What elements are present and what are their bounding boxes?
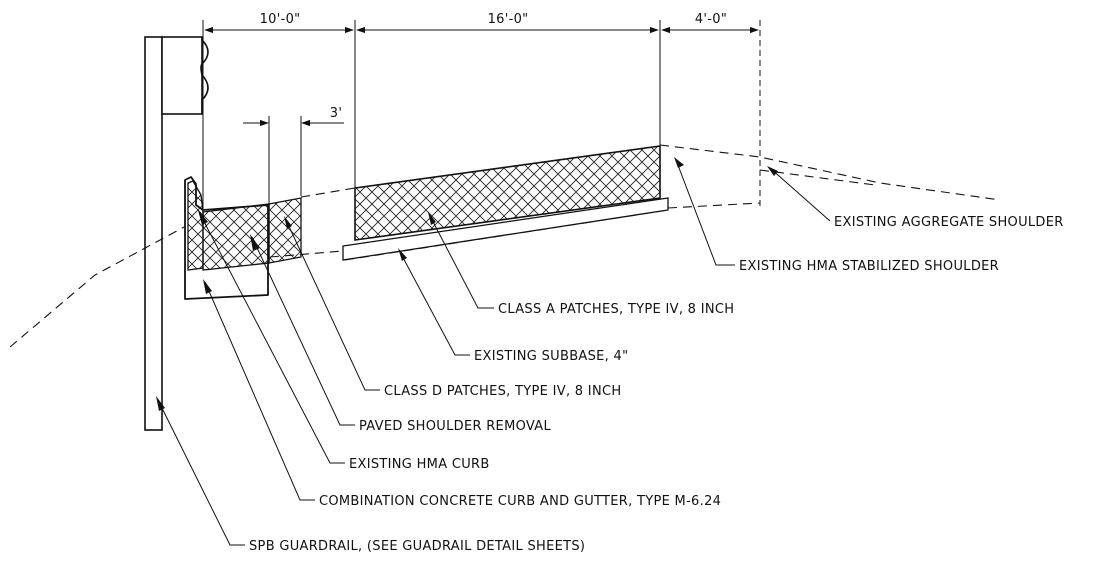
guardrail-post (144, 36, 163, 431)
guardrail-blockout (161, 36, 203, 115)
label-spb-guardrail: SPB GUARDRAIL, (SEE GUADRAIL DETAIL SHEE… (249, 539, 585, 554)
existing-hma-shoulder-bottom (667, 202, 761, 209)
arrowhead-aggregate (767, 166, 778, 176)
existing-surface-left (300, 187, 356, 198)
arrowhead-curb-gutter (203, 279, 212, 294)
leader-curb-gutter (204, 281, 315, 501)
label-curb-and-gutter: COMBINATION CONCRETE CURB AND GUTTER, TY… (319, 494, 721, 509)
existing-hma-curb (187, 180, 204, 271)
existing-stabilized-shoulder-top (759, 169, 876, 186)
leader-hma-curb (199, 213, 345, 464)
arrowhead-hma-curb (198, 210, 208, 225)
leader-lines (157, 159, 831, 546)
leader-paved-shoulder (251, 236, 355, 426)
existing-ground-left (9, 225, 187, 348)
arrowhead-class-a (428, 212, 436, 225)
dim-label-16ft: 16'-0" (488, 12, 529, 27)
leader-arrowheads (156, 157, 778, 411)
arrowhead-subbase (398, 248, 407, 261)
dim-label-4ft: 4'-0" (695, 12, 727, 27)
class-d-patch (268, 197, 302, 264)
arrowhead-paved-shoulder (250, 234, 260, 251)
leader-aggregate-shoulder (769, 167, 831, 222)
label-paved-shoulder-removal: PAVED SHOULDER REMOVAL (359, 419, 551, 434)
label-class-d-patches: CLASS D PATCHES, TYPE IV, 8 INCH (384, 384, 621, 399)
label-existing-hma-curb: EXISTING HMA CURB (349, 457, 490, 472)
arrowhead-class-d (284, 216, 292, 229)
leader-class-a (429, 215, 494, 309)
dim-label-3ft: 3' (330, 106, 342, 121)
arrowhead-hma-stabilized (674, 157, 684, 168)
label-existing-aggregate-shoulder: EXISTING AGGREGATE SHOULDER (834, 215, 1064, 230)
label-existing-hma-stabilized-shoulder: EXISTING HMA STABILIZED SHOULDER (739, 259, 999, 274)
label-class-a-patches: CLASS A PATCHES, TYPE IV, 8 INCH (498, 302, 734, 317)
paved-shoulder-removal-area (202, 203, 270, 271)
existing-subbase (342, 197, 669, 261)
leader-guardrail (157, 399, 245, 546)
arrowhead-guardrail (156, 396, 165, 411)
guardrail (144, 36, 209, 431)
leader-subbase (399, 251, 470, 356)
leader-class-d (285, 219, 380, 391)
guardrail-w-beam (200, 37, 209, 114)
dim-label-10ft: 10'-0" (260, 12, 301, 27)
leader-hma-stabilized-shoulder (675, 159, 735, 266)
dimension-lines (202, 20, 761, 212)
label-existing-subbase: EXISTING SUBBASE, 4" (474, 349, 628, 364)
existing-shoulder-top (659, 144, 1001, 201)
